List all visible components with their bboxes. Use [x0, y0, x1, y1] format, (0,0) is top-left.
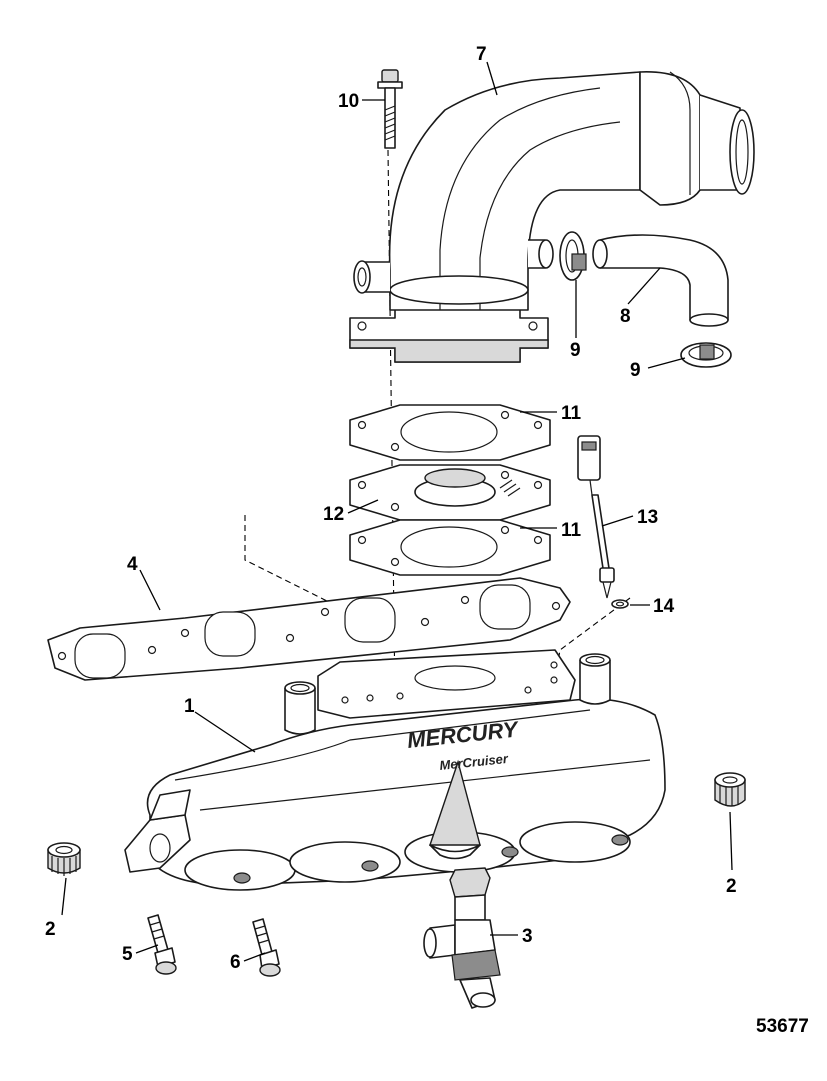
callout-14: 14 [653, 596, 675, 617]
hose-part-8 [592, 234, 729, 327]
callout-3: 3 [522, 926, 533, 947]
exhaust-manifold-part-1: MERCURY MerCruiser [124, 649, 666, 891]
bolt-part-6 [252, 918, 281, 977]
figure-number: 53677 [756, 1016, 809, 1037]
plug-part-2-right [714, 772, 746, 807]
plug-part-2-left [47, 842, 81, 876]
callout-5: 5 [122, 944, 133, 965]
manifold-gasket-part-4 [47, 577, 571, 681]
washer-part-14 [611, 599, 629, 609]
drain-fitting-part-3 [423, 867, 501, 1009]
callout-2-left: 2 [45, 919, 56, 940]
callout-11-upper: 11 [561, 403, 582, 424]
callout-9-upper: 9 [570, 340, 581, 361]
callout-9-lower: 9 [630, 360, 641, 381]
gasket-part-11-upper [349, 404, 551, 461]
restrictor-plate-part-12 [349, 464, 551, 521]
hose-clamp-part-9-lower [680, 342, 732, 368]
gasket-part-11-lower [349, 519, 551, 576]
callout-8: 8 [620, 306, 631, 327]
exhaust-elbow-part-7 [349, 71, 755, 363]
bolt-part-5 [147, 914, 177, 975]
callout-12: 12 [323, 504, 344, 525]
hose-clamp-part-9-upper [559, 231, 587, 281]
manifold-sub-brand-logo: MerCruiser [439, 751, 510, 773]
callout-11-lower: 11 [561, 520, 582, 541]
callout-6: 6 [230, 952, 241, 973]
callout-13: 13 [637, 507, 658, 528]
temperature-sensor-part-13 [577, 435, 615, 599]
callout-1: 1 [184, 696, 195, 717]
leader-lines [61, 61, 733, 962]
callout-2-right: 2 [726, 876, 737, 897]
callout-labels: 10 7 8 9 9 11 12 11 13 14 4 1 2 2 3 5 6 [45, 44, 737, 973]
callout-7: 7 [476, 44, 487, 65]
callout-4: 4 [127, 554, 138, 575]
bolt-part-10 [377, 69, 403, 149]
callout-10: 10 [338, 91, 359, 112]
